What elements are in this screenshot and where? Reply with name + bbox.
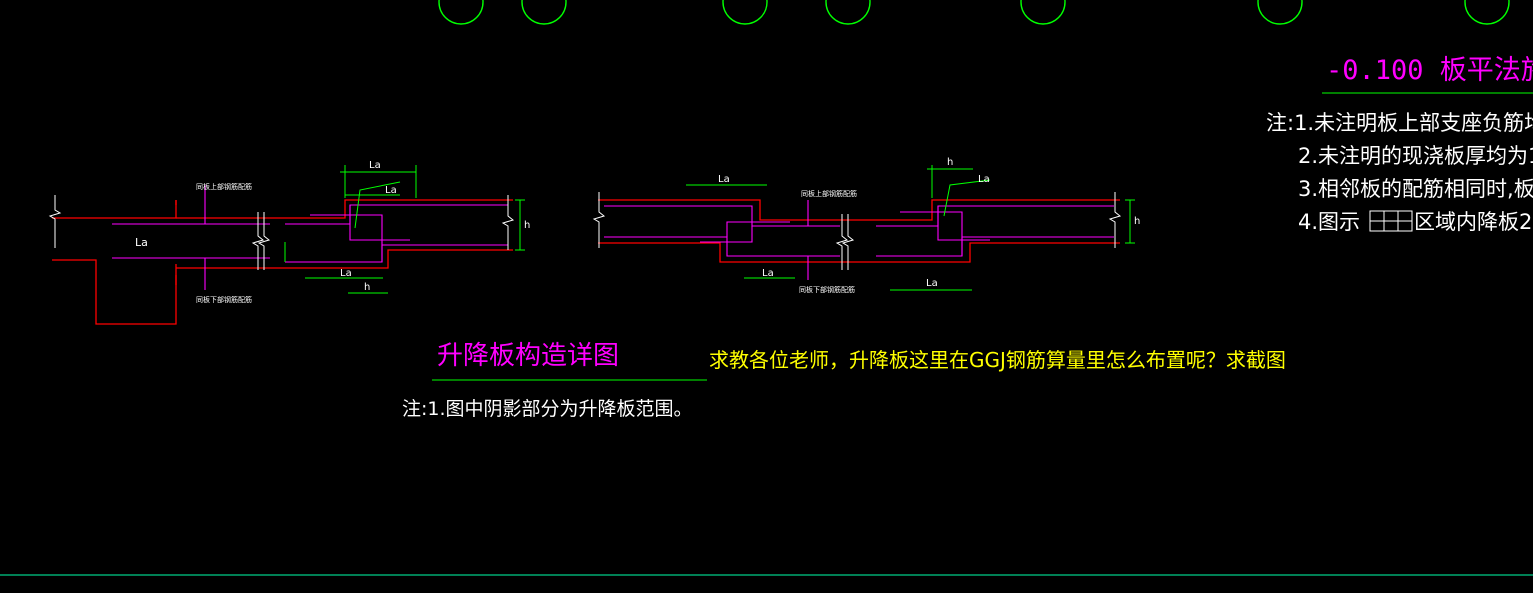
dimension-lines	[686, 165, 1135, 291]
break-lines	[48, 195, 515, 270]
dim-label: La	[718, 174, 730, 185]
grid-axis-bubbles: 1 2 5 5 8 11 14	[438, 0, 1510, 25]
rebar-note-bottom: 同板下部钢筋配筋	[799, 285, 855, 294]
plan-title: -0.100 板平法施工图	[1326, 55, 1533, 86]
detail-title: 升降板构造详图	[437, 341, 619, 371]
dim-label: h	[364, 282, 370, 293]
grid-axis-label: 5	[737, 0, 754, 23]
grid-axis-bubble: 11	[1257, 0, 1303, 25]
note-line: 3.相邻板的配筋相同时,板钢筋	[1298, 177, 1533, 201]
grid-axis-bubble: 5	[722, 0, 768, 25]
concrete-outline	[598, 199, 1120, 263]
rebar-note-top: 同板上部钢筋配筋	[801, 189, 857, 198]
dim-label: La	[926, 278, 938, 289]
grid-axis-label: 14	[1470, 0, 1503, 23]
note-line: 注:1.未注明板上部支座负筋均为Φ	[1266, 111, 1533, 135]
detail-right: La La h La La h 同板上部钢筋配筋 同板下部钢筋配筋	[592, 157, 1140, 294]
dim-label: h	[947, 157, 953, 168]
rebar-note-top: 同板上部钢筋配筋	[196, 182, 252, 191]
rebar-lines	[112, 185, 508, 290]
dim-label: La	[369, 160, 381, 171]
concrete-outline	[52, 199, 513, 325]
grid-axis-bubble: 5	[825, 0, 871, 25]
dim-label: La	[385, 185, 397, 196]
dim-label: h	[1134, 216, 1140, 227]
detail-note: 注:1.图中阴影部分为升降板范围。	[402, 398, 693, 420]
rebar-note-bottom: 同板下部钢筋配筋	[196, 295, 252, 304]
grid-axis-bubble: 2	[521, 0, 567, 25]
grid-axis-bubble: 8	[1020, 0, 1066, 25]
note-line: 2.未注明的现浇板厚均为160	[1298, 144, 1533, 168]
dim-label: h	[524, 220, 530, 231]
rebar-lines	[604, 200, 1114, 280]
note-line: 4.图示	[1298, 210, 1360, 234]
detail-left: La La La La h h 同板上部钢筋配筋 同板下部钢筋配筋	[48, 160, 530, 325]
grid-axis-label: 1	[453, 0, 470, 23]
grid-axis-label: 8	[1035, 0, 1052, 23]
dim-label: La	[340, 268, 352, 279]
general-notes: 注:1.未注明板上部支座负筋均为Φ 2.未注明的现浇板厚均为160 3.相邻板的…	[1266, 111, 1533, 234]
note-line: 区域内降板20m	[1414, 210, 1533, 234]
grid-axis-bubble: 14	[1464, 0, 1510, 25]
grid-axis-label: 2	[536, 0, 553, 23]
grid-axis-label: 11	[1263, 0, 1296, 23]
dim-label: La	[762, 268, 774, 279]
break-lines	[592, 192, 1122, 270]
grid-axis-label: 5	[840, 0, 857, 23]
question-text: 求教各位老师，升降板这里在GGJ钢筋算量里怎么布置呢？求截图	[709, 348, 1286, 372]
grid-axis-bubble: 1	[438, 0, 484, 25]
dim-label: La	[135, 236, 148, 249]
dim-label: La	[978, 174, 990, 185]
dimension-lines	[284, 165, 525, 294]
